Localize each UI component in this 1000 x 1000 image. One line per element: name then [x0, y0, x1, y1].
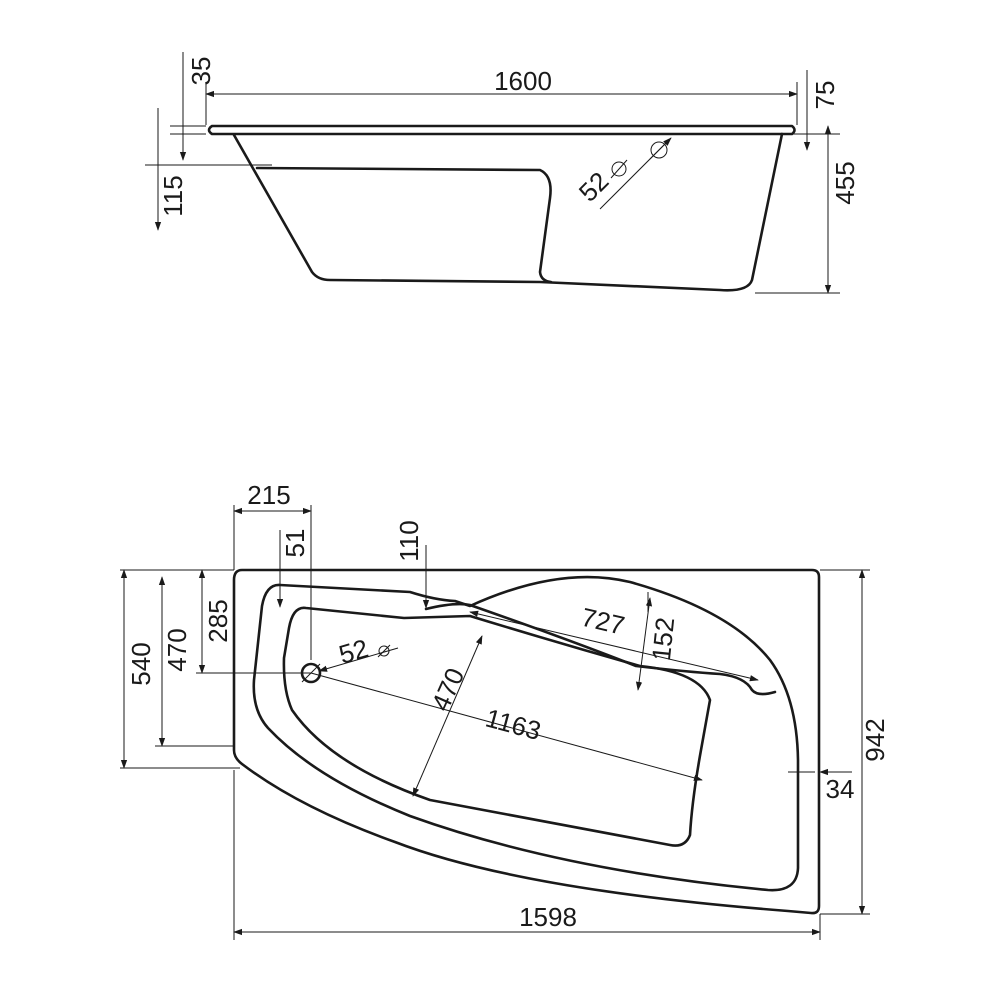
seat-length-dim-line [469, 610, 759, 682]
drain-offset-label: 51 [280, 529, 310, 558]
rim [207, 124, 796, 136]
depth-label: 942 [860, 718, 890, 761]
diameter-icon [378, 645, 390, 657]
overflow-hole-icon [650, 141, 668, 159]
rim-dip-label: 110 [394, 520, 424, 561]
left-corner-label: 285 [203, 599, 233, 642]
seat-step [255, 166, 553, 284]
bowl-length-label: 1163 [482, 703, 544, 746]
diameter-icon [611, 161, 627, 177]
drain-diameter-dim-line [318, 647, 399, 672]
bowl-width-label: 470 [425, 663, 470, 715]
seat-depth-label: 115 [158, 175, 188, 216]
bowl-width-dim-line [412, 635, 483, 797]
inner-width-label: 470 [162, 628, 192, 671]
seat-width-label: 152 [646, 616, 680, 662]
rim-offset-label: 35 [186, 57, 216, 86]
tub-outline [232, 568, 821, 915]
tub-body [232, 132, 784, 292]
seat-length-label: 727 [579, 602, 628, 641]
length-label: 1600 [494, 66, 552, 96]
rim-inner-edge [252, 575, 800, 892]
top-view: 215 51 110 540 470 285 52 1163 470 727 1… [120, 480, 890, 940]
side-wall-label: 34 [826, 774, 855, 804]
left-offset-label: 215 [247, 480, 290, 510]
rim-thickness-label: 75 [810, 81, 840, 110]
bowl-length-dim-line [310, 672, 703, 781]
left-height-label: 540 [126, 642, 156, 685]
width-label: 1598 [519, 902, 577, 932]
height-label: 455 [830, 161, 860, 204]
seat-width-dim-line [635, 597, 653, 691]
side-view: 52 1600 35 115 75 455 [145, 52, 860, 294]
drain-dim-line [599, 137, 672, 210]
